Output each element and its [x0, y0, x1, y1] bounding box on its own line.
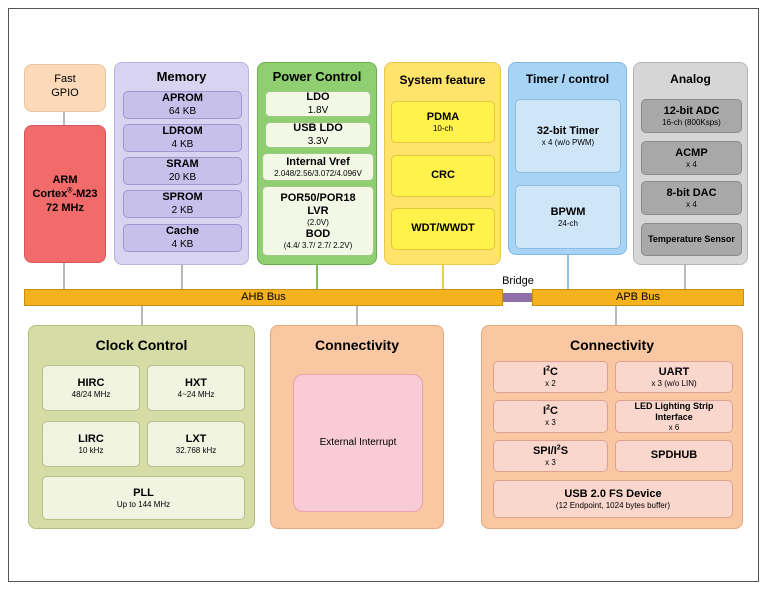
apb-bus-label: APB Bus	[615, 291, 661, 303]
memory-title: Memory	[156, 69, 207, 84]
ahb-conn1-link	[356, 306, 358, 326]
memory-ahb-link	[181, 265, 183, 289]
apb-conn2-link	[615, 306, 617, 326]
cpu-frequency: 72 MHz	[46, 202, 84, 215]
cpu-ahb-link	[63, 263, 65, 289]
connectivity-periph-title: Connectivity	[569, 337, 654, 353]
analog-temperature-sensor: Temperature Sensor	[641, 223, 742, 256]
timer-control-title: Timer / control	[525, 72, 610, 86]
fast-gpio-line2: GPIO	[51, 86, 79, 99]
conn-led-strip: LED Lighting Strip Interface x 6	[615, 400, 733, 433]
external-interrupt: External Interrupt	[293, 374, 423, 512]
conn-spi-i2s: SPI/I2S x 3	[493, 440, 608, 472]
conn-usb-device: USB 2.0 FS Device(12 Endpoint, 1024 byte…	[493, 480, 733, 518]
ahb-clock-link	[141, 306, 143, 326]
bus-bridge	[503, 293, 532, 302]
fast-gpio-line1: Fast	[54, 73, 76, 85]
connectivity-ext-group: Connectivity External Interrupt	[270, 325, 444, 529]
fast-gpio-block: Fast GPIO	[24, 64, 106, 112]
conn-i2c-2: I2C x 3	[493, 400, 608, 433]
system-feature-title: System feature	[399, 73, 486, 87]
cpu-vendor: ARM	[52, 173, 78, 186]
bridge-label: Bridge	[502, 275, 534, 287]
cpu-block: ARM Cortex®-M23 72 MHz	[24, 125, 106, 263]
system-crc: CRC	[391, 155, 495, 197]
conn-i2c-1: I2C x 2	[493, 361, 608, 393]
power-ahb-link	[316, 265, 318, 289]
power-control-title: Power Control	[272, 69, 362, 84]
clock-control-title: Clock Control	[95, 337, 188, 353]
timer-apb-link	[567, 253, 569, 289]
gpio-cpu-link	[63, 112, 65, 126]
ahb-bus-label: AHB Bus	[241, 291, 286, 303]
conn-spdhub: SPDHUB	[615, 440, 733, 472]
analog-title: Analog	[670, 72, 711, 86]
analog-apb-link	[684, 265, 686, 289]
connectivity-ext-title: Connectivity	[314, 337, 399, 353]
system-wdt: WDT/WWDT	[391, 208, 495, 250]
diagram-frame	[8, 8, 759, 582]
cpu-core: Cortex®-M23	[32, 187, 98, 200]
ahb-bus: AHB Bus	[24, 289, 503, 306]
apb-bus: APB Bus	[532, 289, 744, 306]
power-por-lvr-bod: POR50/POR18 LVR (2.0V) BOD (4.4/ 3.7/ 2.…	[262, 186, 374, 256]
system-ahb-link	[442, 265, 444, 289]
